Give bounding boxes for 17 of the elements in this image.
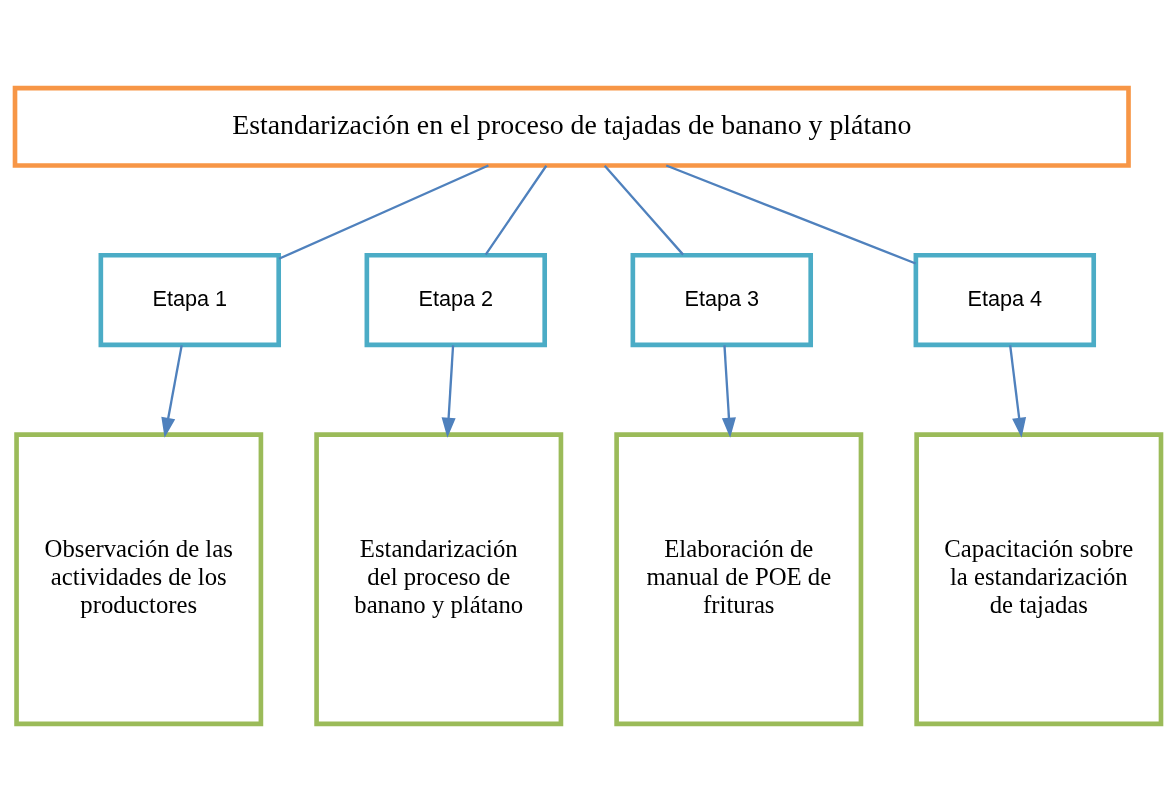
node-box: Etapa 3 [630, 252, 814, 347]
node-box: Etapa 2 [364, 252, 548, 347]
node-box: Etapa 1 [98, 252, 281, 347]
arrow [721, 344, 736, 438]
connector [665, 163, 917, 265]
arrow [161, 344, 183, 438]
node-box: Estandarización en el proceso de tajadas de banano y plátano [12, 85, 1131, 168]
connector [484, 164, 548, 255]
connector [278, 163, 489, 260]
connector [603, 164, 684, 255]
arrow [1009, 344, 1027, 438]
node-box: Capacitación sobre la estandarización de tajadas [914, 431, 1164, 726]
node-box: Etapa 4 [913, 252, 1097, 347]
node-box: Elaboración de manual de POE de frituras [614, 431, 864, 726]
arrow [441, 344, 456, 438]
node-box: Estandarización del proceso de banano y plátano [314, 431, 564, 726]
node-box: Observación de las actividades de los productores [14, 431, 264, 726]
